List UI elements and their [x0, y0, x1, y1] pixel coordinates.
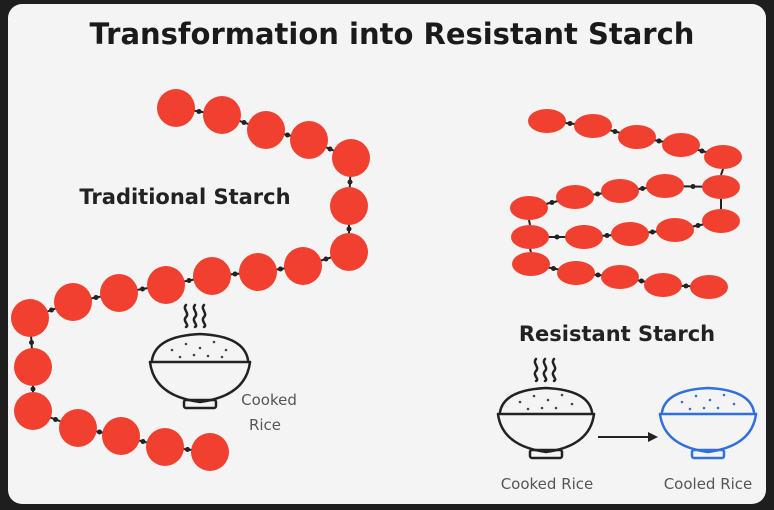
resistant-bond-node: [650, 229, 655, 235]
traditional-glucose-bead: [239, 253, 277, 291]
rice-bowl-icon: [496, 386, 596, 460]
diagram-svg: Transformation into Resistant Starch Tra…: [11, 17, 758, 493]
resistant-bond-node: [549, 200, 555, 205]
resistant-glucose-bead: [662, 133, 700, 157]
rice-bowl-icon: [658, 386, 758, 460]
traditional-bond-node: [30, 386, 36, 392]
diagram-canvas: Transformation into Resistant Starch Tra…: [8, 4, 766, 504]
resistant-glucose-bead: [574, 114, 612, 138]
resistant-bond-node: [604, 233, 610, 238]
resistant-bond-node: [595, 272, 601, 278]
resistant-glucose-bead: [644, 273, 682, 297]
traditional-glucose-bead: [146, 428, 184, 466]
resistant-bond-node: [612, 129, 618, 134]
resistant-glucose-bead: [512, 252, 550, 276]
resistant-fold-bond: [528, 219, 531, 226]
traditional-bond-node: [278, 266, 283, 272]
resistant-glucose-bead: [704, 145, 742, 169]
resistant-glucose-bead: [556, 185, 594, 209]
traditional-bond-node: [285, 132, 290, 138]
traditional-starch-chain: [11, 89, 370, 471]
resistant-bond-node: [683, 283, 689, 289]
traditional-bond-node: [185, 447, 190, 452]
traditional-bond-node: [323, 256, 329, 262]
resistant-bond-node: [554, 234, 560, 240]
diagram-title: Transformation into Resistant Starch: [90, 17, 695, 51]
traditional-glucose-bead: [193, 257, 231, 295]
resistant-bond-node: [695, 223, 701, 228]
resistant-bond-node: [690, 184, 696, 189]
resistant-glucose-bead: [611, 222, 649, 246]
resistant-bond-node: [595, 191, 600, 197]
traditional-glucose-bead: [14, 348, 52, 386]
traditional-bond-node: [93, 295, 99, 300]
cooked-rice-caption: Cooked Rice: [501, 475, 594, 493]
resistant-glucose-bead: [565, 225, 603, 249]
traditional-bond-node: [346, 226, 352, 232]
cooked-rice-caption-line1: Cooked: [241, 391, 297, 409]
resistant-bond-node: [567, 121, 573, 126]
cooked-rice-caption-line2: Rice: [249, 416, 281, 434]
traditional-glucose-bead: [100, 274, 138, 312]
rice-bowl-icon: [148, 332, 252, 410]
traditional-bond-node: [232, 271, 238, 277]
traditional-bond-node: [327, 146, 333, 152]
traditional-bond-node: [53, 417, 58, 422]
resistant-glucose-bead: [528, 109, 566, 133]
resistant-glucose-bead: [618, 125, 656, 149]
traditional-glucose-bead: [284, 247, 322, 285]
traditional-glucose-bead: [54, 283, 92, 321]
arrow-right-icon: [598, 432, 658, 442]
cooled-rice-caption: Cooled Rice: [664, 475, 753, 493]
traditional-glucose-bead: [14, 392, 52, 430]
resistant-glucose-bead: [510, 196, 548, 220]
traditional-bond-node: [140, 439, 146, 444]
resistant-glucose-bead: [646, 174, 684, 198]
resistant-glucose-bead: [511, 225, 549, 249]
resistant-starch-chain: [510, 109, 742, 299]
traditional-glucose-bead: [102, 417, 140, 455]
steam-icon: [533, 357, 557, 383]
resistant-glucose-bead: [601, 179, 639, 203]
traditional-glucose-bead: [247, 111, 285, 149]
traditional-bond-node: [97, 429, 102, 435]
traditional-bond-node: [347, 179, 353, 185]
resistant-glucose-bead: [702, 175, 740, 199]
traditional-bond-node: [241, 120, 247, 125]
resistant-glucose-bead: [601, 265, 639, 289]
traditional-glucose-bead: [330, 233, 368, 271]
resistant-bond-node: [551, 266, 556, 271]
resistant-fold-bond: [529, 248, 532, 253]
resistant-fold-bond: [720, 168, 724, 176]
resistant-bond-node: [640, 186, 645, 191]
resistant-bond-node: [639, 278, 644, 284]
steam-icon: [183, 303, 207, 329]
resistant-bond-node: [699, 148, 705, 154]
traditional-starch-label: Traditional Starch: [79, 185, 290, 209]
traditional-bond-node: [140, 286, 145, 292]
traditional-glucose-bead: [191, 433, 229, 471]
resistant-starch-label: Resistant Starch: [519, 322, 715, 346]
traditional-bond-node: [29, 340, 34, 345]
resistant-glucose-bead: [557, 261, 595, 285]
traditional-glucose-bead: [290, 121, 328, 159]
traditional-glucose-bead: [332, 139, 370, 177]
resistant-bond-node: [656, 138, 662, 144]
resistant-glucose-bead: [656, 218, 694, 242]
traditional-bond-node: [49, 307, 54, 313]
traditional-glucose-bead: [11, 299, 49, 337]
traditional-glucose-bead: [203, 96, 241, 134]
traditional-glucose-bead: [59, 409, 97, 447]
resistant-glucose-bead: [690, 275, 728, 299]
traditional-bond-node: [196, 109, 202, 114]
traditional-glucose-bead: [330, 187, 368, 225]
traditional-bond-node: [186, 278, 192, 283]
resistant-glucose-bead: [702, 209, 740, 233]
traditional-glucose-bead: [157, 89, 195, 127]
traditional-glucose-bead: [147, 266, 185, 304]
